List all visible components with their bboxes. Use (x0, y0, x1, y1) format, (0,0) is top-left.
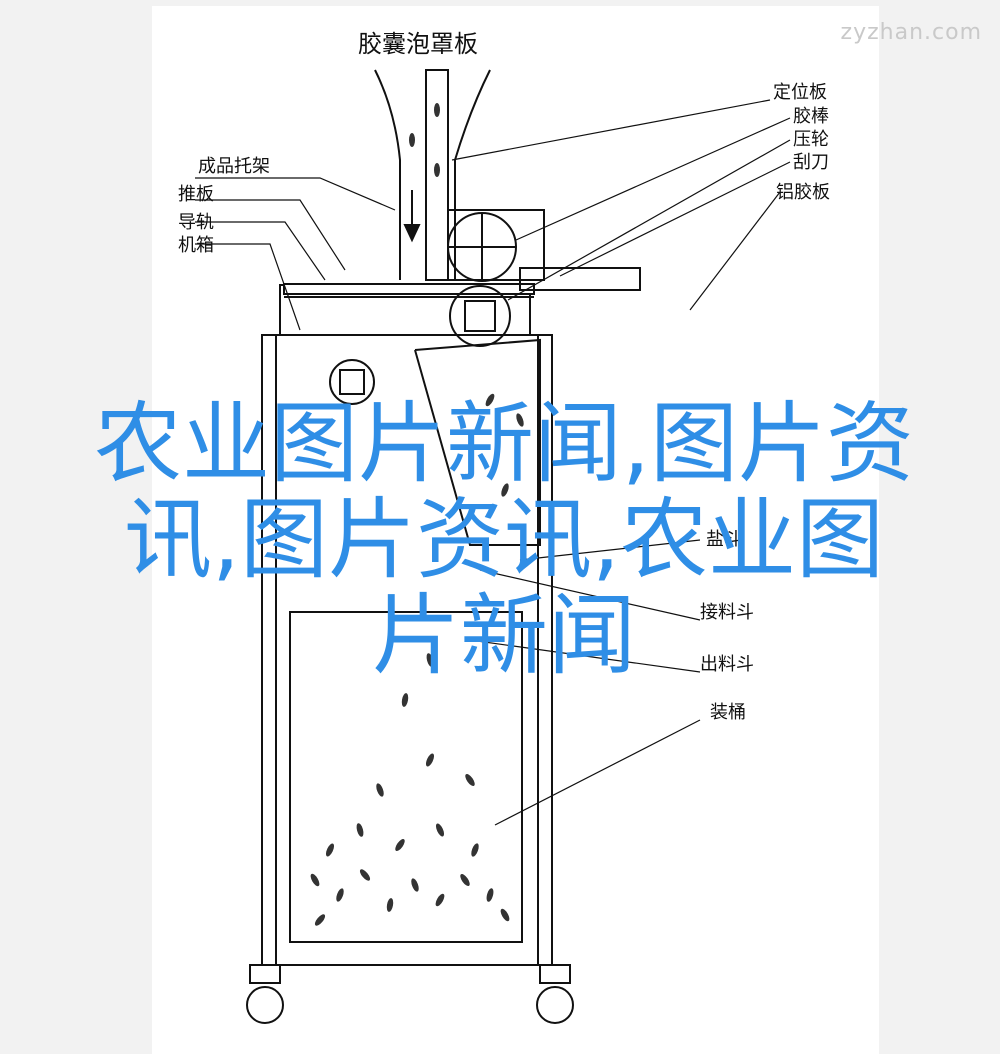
overlay-line-1: 农业图片新闻,图片资 (94, 392, 914, 495)
overlay-line-3: 片新闻 (371, 584, 636, 687)
watermark-text: zyzhan.com (840, 20, 982, 45)
label-press-wheel: 压轮 (793, 129, 829, 150)
label-cabinet: 机箱 (178, 235, 214, 256)
label-hopper-partial: 盐斗 (706, 529, 742, 550)
overlay-line-2: 讯,图片资讯,农业图 (124, 488, 884, 591)
diagram-paper (152, 6, 879, 1054)
press-wheel-roller (449, 285, 511, 347)
label-product-rack: 成品托架 (198, 156, 270, 177)
aluminum-plate (519, 267, 641, 291)
label-rubber-rod: 胶棒 (793, 106, 829, 127)
label-feed-hopper: 接料斗 (700, 602, 754, 623)
label-scraper: 刮刀 (793, 152, 829, 173)
guide-rail (283, 283, 535, 295)
hopper-outline (414, 338, 541, 546)
label-aluminum-plate: 铝胶板 (776, 182, 830, 203)
cabinet-body (261, 334, 553, 966)
diagram-title: 胶囊泡罩板 (358, 30, 478, 58)
label-barrel: 装桶 (710, 702, 746, 723)
vertical-chute (425, 69, 449, 281)
barrel (289, 611, 523, 943)
right-wheel (536, 986, 574, 1024)
label-discharge-hopper: 出料斗 (700, 654, 754, 675)
label-push-plate: 推板 (178, 184, 214, 205)
label-guide-rail: 导轨 (178, 212, 214, 233)
overlay-headline: 农业图片新闻,图片资 讯,图片资讯,农业图 片新闻 (24, 396, 984, 684)
left-wheel (246, 986, 284, 1024)
label-positioning-plate: 定位板 (773, 82, 827, 103)
motor (329, 359, 375, 405)
